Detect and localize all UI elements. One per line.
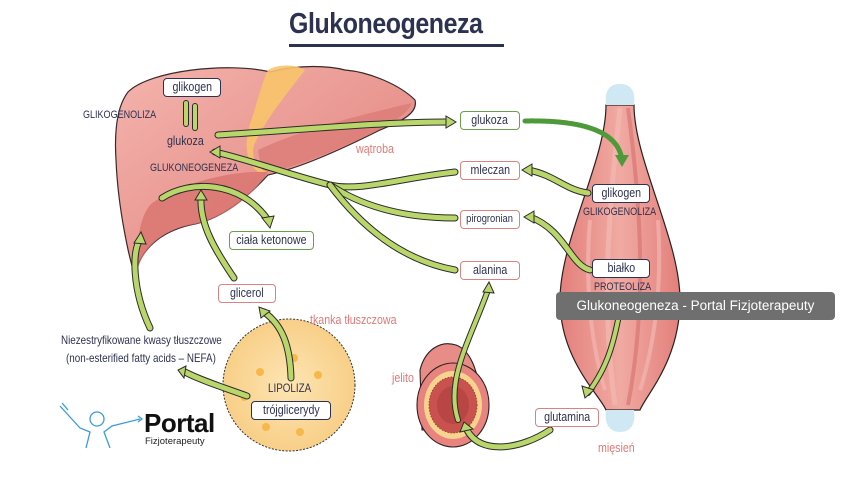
arrow-protein-to-pyruvate (523, 210, 594, 274)
pyruvate-box: pirogronian (460, 210, 520, 229)
arrow-liver-glucose-to-blood (214, 115, 457, 139)
arrow-glutamine-to-intestine (459, 421, 554, 451)
arrow-glycogen-glucose (183, 100, 198, 131)
person-arms-raised-icon (59, 402, 144, 449)
glucose-box: glukoza (460, 111, 520, 130)
muscle-glycogenolysis-label: GLIKOGENOLIZA (583, 206, 657, 218)
arrow-pyruvate-to-liver (326, 181, 459, 222)
lipolysis-label: LIPOLIZA (268, 381, 312, 395)
arrow-intestine-to-alanine (451, 280, 495, 423)
muscle-glycogen-box: glikogen (592, 184, 650, 203)
liver-glucose-label: glukoza (167, 133, 204, 148)
muscle-proteolysis-label: PROTEOLIZA (594, 281, 652, 293)
liver-glycogenolysis-label: GLIKOGENOLIZA (83, 109, 157, 121)
triglycerides-box: trójglicerydy (251, 401, 331, 420)
liver-glycogen-box: glikogen (163, 78, 221, 97)
arrow-triglycerides-to-nefa (177, 365, 251, 400)
logo-subtitle: Fizjoterapeuty (145, 436, 205, 447)
gallbladder (246, 65, 305, 172)
organ-label-intestine: jelito (392, 370, 414, 385)
liver-gluconeogenesis-label: GLUKONEOGENEZA (150, 162, 239, 174)
ketone-bodies-box: ciała ketonowe (229, 231, 314, 250)
tendon-top (605, 84, 635, 105)
arrow-glucose-to-muscle (522, 118, 629, 167)
arrows (131, 100, 629, 451)
arrow-nefa-to-liver (131, 230, 154, 332)
organ-label-muscle: mięsień (598, 440, 635, 455)
arrow-protein-to-glutamine (581, 317, 621, 399)
nefa-label-line2: (non-esterified fatty acids – NEFA) (66, 351, 216, 365)
arrow-glycerol-to-liver (194, 189, 238, 282)
logo-name: Portal (144, 408, 215, 438)
arrow-muscle-glycogen-to-lactate (521, 163, 592, 197)
glycerol-box: glicerol (218, 284, 276, 303)
alanine-box: alanina (460, 261, 520, 280)
muscle-belly (559, 104, 681, 411)
nefa-label-line1: Niezestryfikowane kwasy tłuszczowe (61, 333, 222, 347)
tendon-bottom (605, 410, 635, 432)
image-title-tooltip: Glukoneogeneza - Portal Fizjoterapeuty (556, 292, 835, 320)
page-title: Glukoneogeneza (289, 8, 483, 40)
arrow-to-ketone-bodies (158, 182, 275, 230)
organ-label-liver: wątroba (356, 141, 394, 156)
liver-right-lobe (258, 103, 412, 172)
organ-label-adipose: tkanka tłuszczowa (310, 312, 397, 327)
glutamine-box: glutamina (535, 408, 599, 427)
muscle-protein-box: białko (592, 259, 650, 278)
arrow-lipolysis-to-glycerol (258, 306, 295, 382)
title-underline (289, 44, 504, 47)
lactate-box: mleczan (460, 161, 520, 180)
arrow-alanine-to-liver (326, 181, 459, 274)
